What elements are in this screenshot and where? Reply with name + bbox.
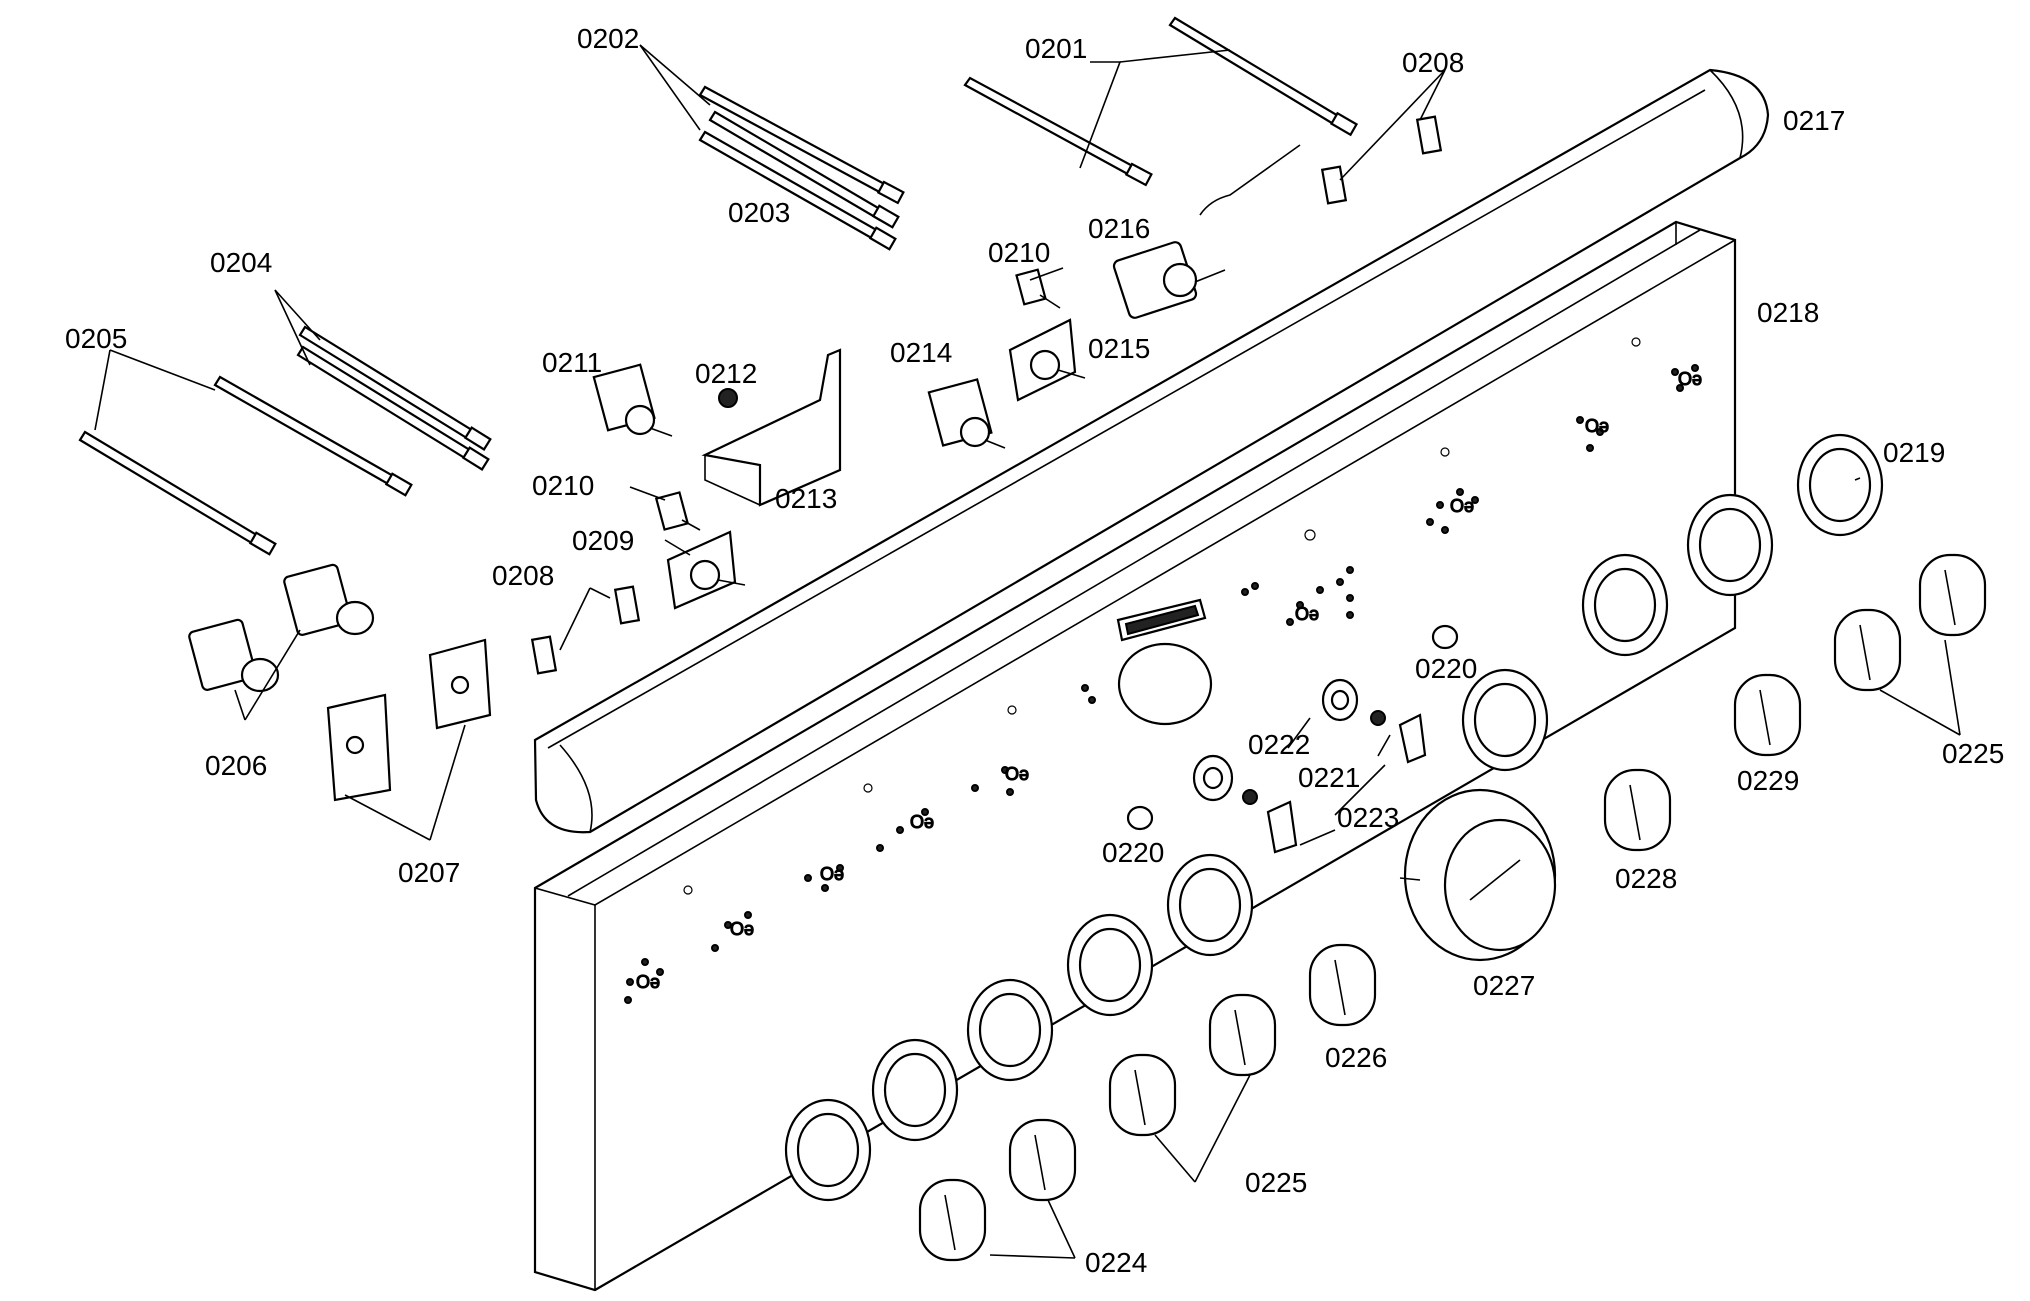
label-0221: 0221 [1298,762,1360,793]
svg-text:Oǝ: Oǝ [1005,764,1029,784]
leader-lines [94,44,1961,1259]
svg-text:Oǝ: Oǝ [636,972,660,992]
label-0210-a: 0210 [988,237,1050,268]
part-0209-switch [666,530,746,610]
label-0214: 0214 [890,337,952,368]
part-0203-rod [698,130,897,251]
label-0228: 0228 [1615,863,1677,894]
label-0220-b: 0220 [1102,837,1164,868]
label-0215: 0215 [1088,333,1150,364]
part-0207-boards [326,638,492,802]
part-0221-washers [1242,710,1386,805]
label-0208-b: 0208 [492,560,554,591]
label-0222: 0222 [1248,729,1310,760]
part-0208-switches-left [530,585,641,675]
label-0226: 0226 [1325,1042,1387,1073]
part-0218-control-panel: Oǝ Oǝ Oǝ Oǝ Oǝ Oǝ Oǝ Oǝ Oǝ [533,220,1737,1292]
label-0204: 0204 [210,247,272,278]
label-0227: 0227 [1473,970,1535,1001]
label-0206: 0206 [205,750,267,781]
svg-text:Oǝ: Oǝ [1678,369,1702,389]
label-0218: 0218 [1757,297,1819,328]
part-0224-knobs [918,1118,1077,1262]
svg-text:Oǝ: Oǝ [1295,604,1319,624]
label-0201: 0201 [1025,33,1087,64]
label-0205: 0205 [65,323,127,354]
label-0229: 0229 [1737,765,1799,796]
svg-text:Oǝ: Oǝ [1585,416,1609,436]
part-0222-rings [1192,678,1359,802]
svg-text:Oǝ: Oǝ [730,919,754,939]
part-0214-selector [927,378,1006,449]
part-0225-knobs-right [1833,553,1987,692]
part-0204-rods [296,325,492,471]
part-labels: 0201 0202 0203 0204 0205 0206 0207 0208 … [65,23,2004,1278]
part-0205-rods [78,375,413,556]
part-0212-nut [718,388,738,408]
label-0224: 0224 [1085,1247,1147,1278]
part-0227-clock [1399,788,1557,962]
part-0211-selector [592,363,673,437]
label-0207: 0207 [398,857,460,888]
label-0213: 0213 [775,483,837,514]
part-0225-knobs-left [1108,993,1277,1137]
part-0210-switch-top [1015,268,1061,309]
part-0201-rods [963,16,1359,187]
part-0223-clips [1266,713,1427,854]
part-0216-thermostat [1112,144,1301,319]
label-0216: 0216 [1088,213,1150,244]
label-0208-a: 0208 [1402,47,1464,78]
label-0203: 0203 [728,197,790,228]
part-0226-knob [1308,943,1377,1027]
part-0208-switches-top [1320,115,1443,205]
label-0223: 0223 [1337,802,1399,833]
part-0229-knob [1733,673,1802,757]
label-0217: 0217 [1783,105,1845,136]
part-0213-bracket [701,348,842,507]
label-0210-b: 0210 [532,470,594,501]
part-0228-knob [1603,768,1672,852]
part-0215-switch [1008,318,1086,402]
label-0202: 0202 [577,23,639,54]
part-0217-trim-back [533,68,1770,834]
label-0225-a: 0225 [1942,738,2004,769]
svg-text:Oǝ: Oǝ [820,864,844,884]
label-0209: 0209 [572,525,634,556]
label-0220-a: 0220 [1415,653,1477,684]
label-0225-b: 0225 [1245,1167,1307,1198]
label-0219: 0219 [1883,437,1945,468]
part-0210-switch-left [654,491,701,531]
part-0220-nuts [1126,624,1459,831]
label-0211: 0211 [542,347,602,378]
label-0212: 0212 [695,358,757,389]
svg-text:Oǝ: Oǝ [1450,496,1474,516]
part-0206-valves [188,563,375,693]
svg-text:Oǝ: Oǝ [910,812,934,832]
part-0202-rods [698,85,905,229]
part-0219-bezels [784,433,1884,1202]
